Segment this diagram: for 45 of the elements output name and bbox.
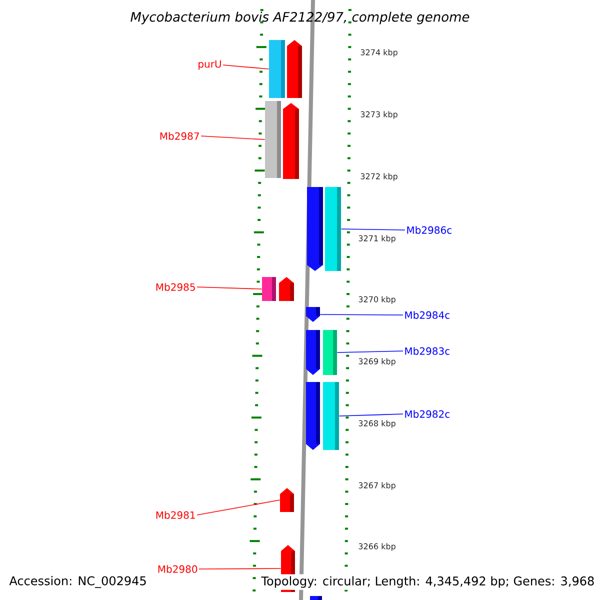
- gene-block: [287, 40, 302, 98]
- gene-label: Mb2983c: [405, 347, 450, 355]
- scale-label: 3271 kbp: [358, 235, 396, 243]
- scale-label: 3272 kbp: [360, 173, 398, 181]
- gene-label: Mb2985: [156, 283, 195, 291]
- scale-label: 3268 kbp: [358, 420, 396, 428]
- scale-label: 3270 kbp: [358, 296, 396, 304]
- leader-line: [320, 314, 404, 316]
- gene-block: [283, 103, 299, 179]
- gene-block: [280, 488, 294, 512]
- gene-box: [310, 596, 322, 600]
- leader-line: [222, 64, 270, 70]
- leader-line: [200, 136, 266, 140]
- gene-block: [279, 277, 294, 301]
- gene-box: [262, 277, 276, 301]
- scale-label: 3273 kbp: [360, 111, 398, 119]
- gene-label: Mb2980: [158, 565, 198, 573]
- gene-box: [265, 101, 281, 178]
- scale-label: 3266 kbp: [358, 543, 396, 551]
- gene-label: Mb2984c: [405, 311, 450, 319]
- gene-block: [306, 382, 320, 450]
- footer-text: Accession: NC_002945: [9, 576, 146, 588]
- leader-line: [336, 350, 404, 353]
- gene-box: [269, 40, 285, 98]
- gene-block: [306, 307, 320, 322]
- leader-line: [196, 286, 262, 290]
- gene-block: [307, 187, 323, 271]
- gene-box: [325, 187, 341, 271]
- scale-label: 3269 kbp: [358, 358, 396, 366]
- gene-block: [306, 330, 320, 375]
- gene-label: Mb2982c: [405, 410, 450, 418]
- leader-line: [198, 568, 282, 570]
- gene-label: purU: [198, 60, 221, 70]
- gene-label: Mb2981: [156, 511, 195, 519]
- gene-label: Mb2987: [160, 132, 199, 140]
- scale-label: 3267 kbp: [358, 482, 396, 490]
- title: Mycobacterium bovis AF2122/97, complete genome: [130, 12, 470, 24]
- leader-line: [340, 228, 406, 230]
- gene-label: Mb2986c: [407, 226, 452, 234]
- gene-box: [323, 330, 337, 375]
- gene-box: [323, 382, 339, 450]
- footer-text: Topology: circular; Length: 4,345,492 bp; Genes: 3,968: [259, 574, 597, 590]
- scale-label: 3274 kbp: [360, 49, 398, 57]
- leader-line: [338, 414, 404, 416]
- leader-line: [196, 500, 280, 516]
